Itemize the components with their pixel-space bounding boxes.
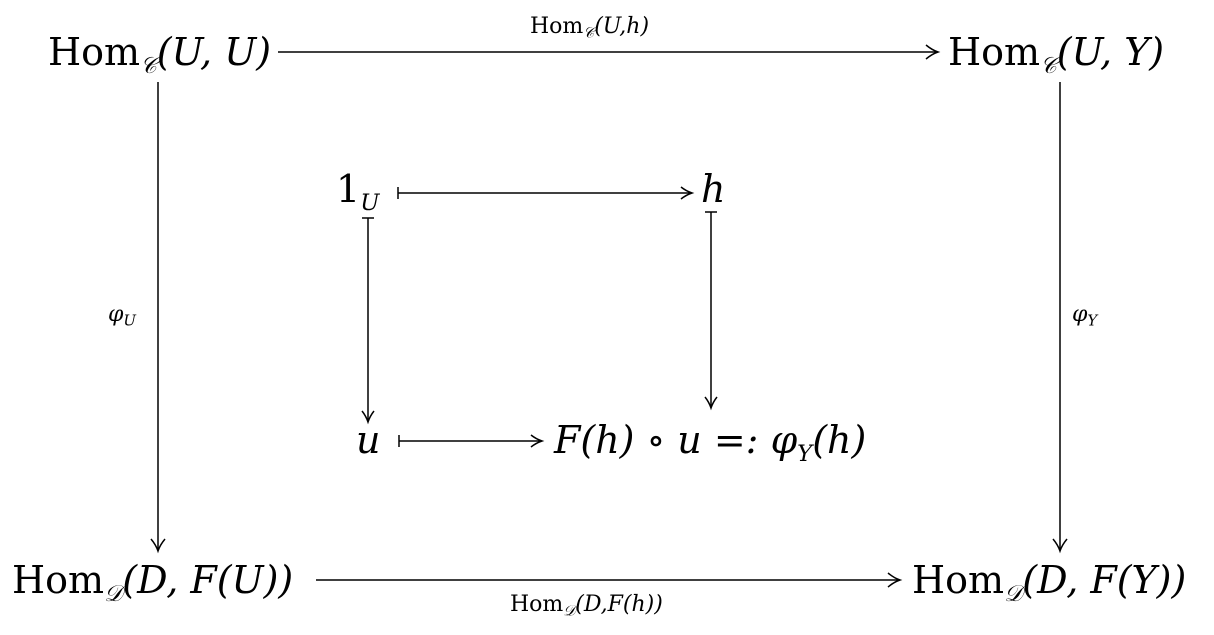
- category-c-subscript: 𝒞: [583, 23, 595, 42]
- hom-arguments: (D,F(h)): [575, 592, 663, 617]
- left-arrow-label: φU: [108, 304, 136, 328]
- inner-left-mapsto: [361, 217, 375, 425]
- composition-expression: F(h) ∘ u =:: [554, 418, 771, 462]
- phi-subscript: Y: [1087, 311, 1098, 330]
- element-identity: 1U: [336, 170, 379, 215]
- inner-top-mapsto: [397, 186, 695, 200]
- element-result: F(h) ∘ u =: φY(h): [554, 421, 866, 466]
- category-d-subscript: 𝒟: [104, 580, 123, 607]
- top-arrow: [278, 44, 941, 60]
- hom-arguments: (D, F(Y)): [1022, 558, 1187, 602]
- object-hom-d-d-fu: Hom𝒟(D, F(U)): [12, 561, 293, 606]
- hom-arguments: (D, F(U)): [122, 558, 294, 602]
- left-arrow: [150, 82, 166, 554]
- phi-subscript: Y: [797, 440, 813, 467]
- identity-subscript: U: [360, 189, 380, 216]
- category-d-subscript: 𝒟: [1004, 580, 1023, 607]
- hom-text: Hom: [12, 558, 105, 602]
- object-hom-d-d-fy: Hom𝒟(D, F(Y)): [912, 561, 1186, 606]
- phi-symbol: φ: [1072, 302, 1088, 327]
- hom-text: Hom: [48, 30, 141, 74]
- category-c-subscript: 𝒞: [140, 52, 157, 79]
- element-u: u: [356, 418, 381, 462]
- hom-arguments: (U, Y): [1056, 30, 1165, 74]
- object-hom-c-u-u: Hom𝒞(U, U): [48, 33, 271, 78]
- right-arrow-label: φY: [1072, 304, 1097, 328]
- bottom-arrow-label: Hom𝒟(D,F(h)): [510, 594, 663, 618]
- right-arrow: [1052, 82, 1068, 554]
- phi-symbol: φ: [770, 418, 798, 462]
- hom-text: Hom: [510, 592, 564, 617]
- hom-text: Hom: [530, 14, 584, 39]
- hom-arguments: (U, U): [156, 30, 272, 74]
- inner-bottom-mapsto: [398, 434, 545, 448]
- hom-text: Hom: [912, 558, 1005, 602]
- phi-subscript: U: [123, 311, 137, 330]
- hom-arguments: (U,h): [594, 14, 650, 39]
- identity-base: 1: [336, 167, 361, 211]
- phi-symbol: φ: [108, 302, 124, 327]
- object-hom-c-u-y: Hom𝒞(U, Y): [948, 33, 1164, 78]
- phi-argument: (h): [812, 418, 867, 462]
- bottom-arrow: [316, 572, 903, 588]
- category-d-subscript: 𝒟: [563, 601, 576, 620]
- category-c-subscript: 𝒞: [1040, 52, 1057, 79]
- hom-text: Hom: [948, 30, 1041, 74]
- top-arrow-label: Hom𝒞(U,h): [530, 16, 649, 40]
- element-h: h: [701, 167, 726, 211]
- inner-right-mapsto: [704, 211, 718, 411]
